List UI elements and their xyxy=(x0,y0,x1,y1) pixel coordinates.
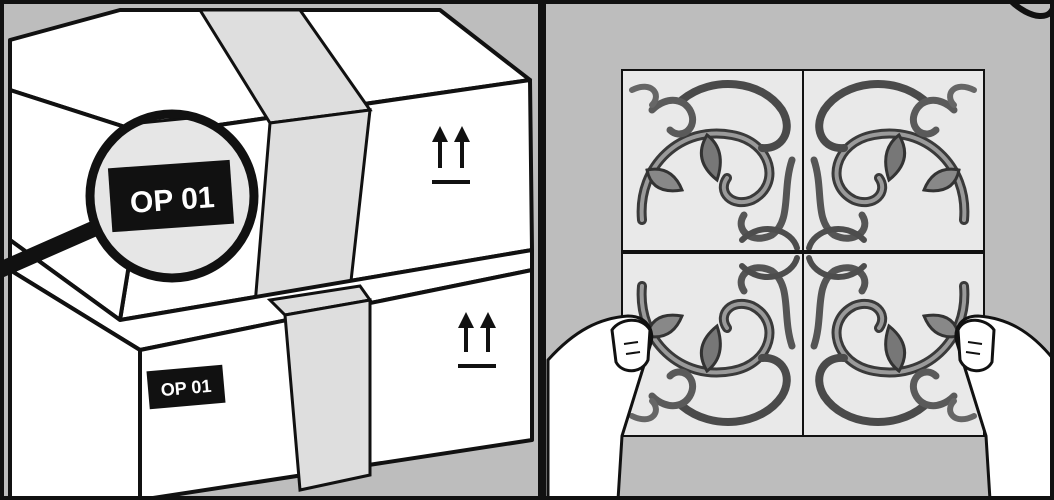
top-box-tape-side xyxy=(255,110,370,305)
right-panel-tile-check xyxy=(544,0,1054,500)
left-panel-stacked-boxes: OP 01 OP 01 xyxy=(0,0,540,500)
magnified-label-text: OP 01 xyxy=(129,181,216,220)
box-label: OP 01 xyxy=(146,365,225,409)
tile-grid xyxy=(622,70,984,436)
magnified-label: OP 01 xyxy=(108,160,234,232)
bottom-box-tape xyxy=(285,300,370,490)
